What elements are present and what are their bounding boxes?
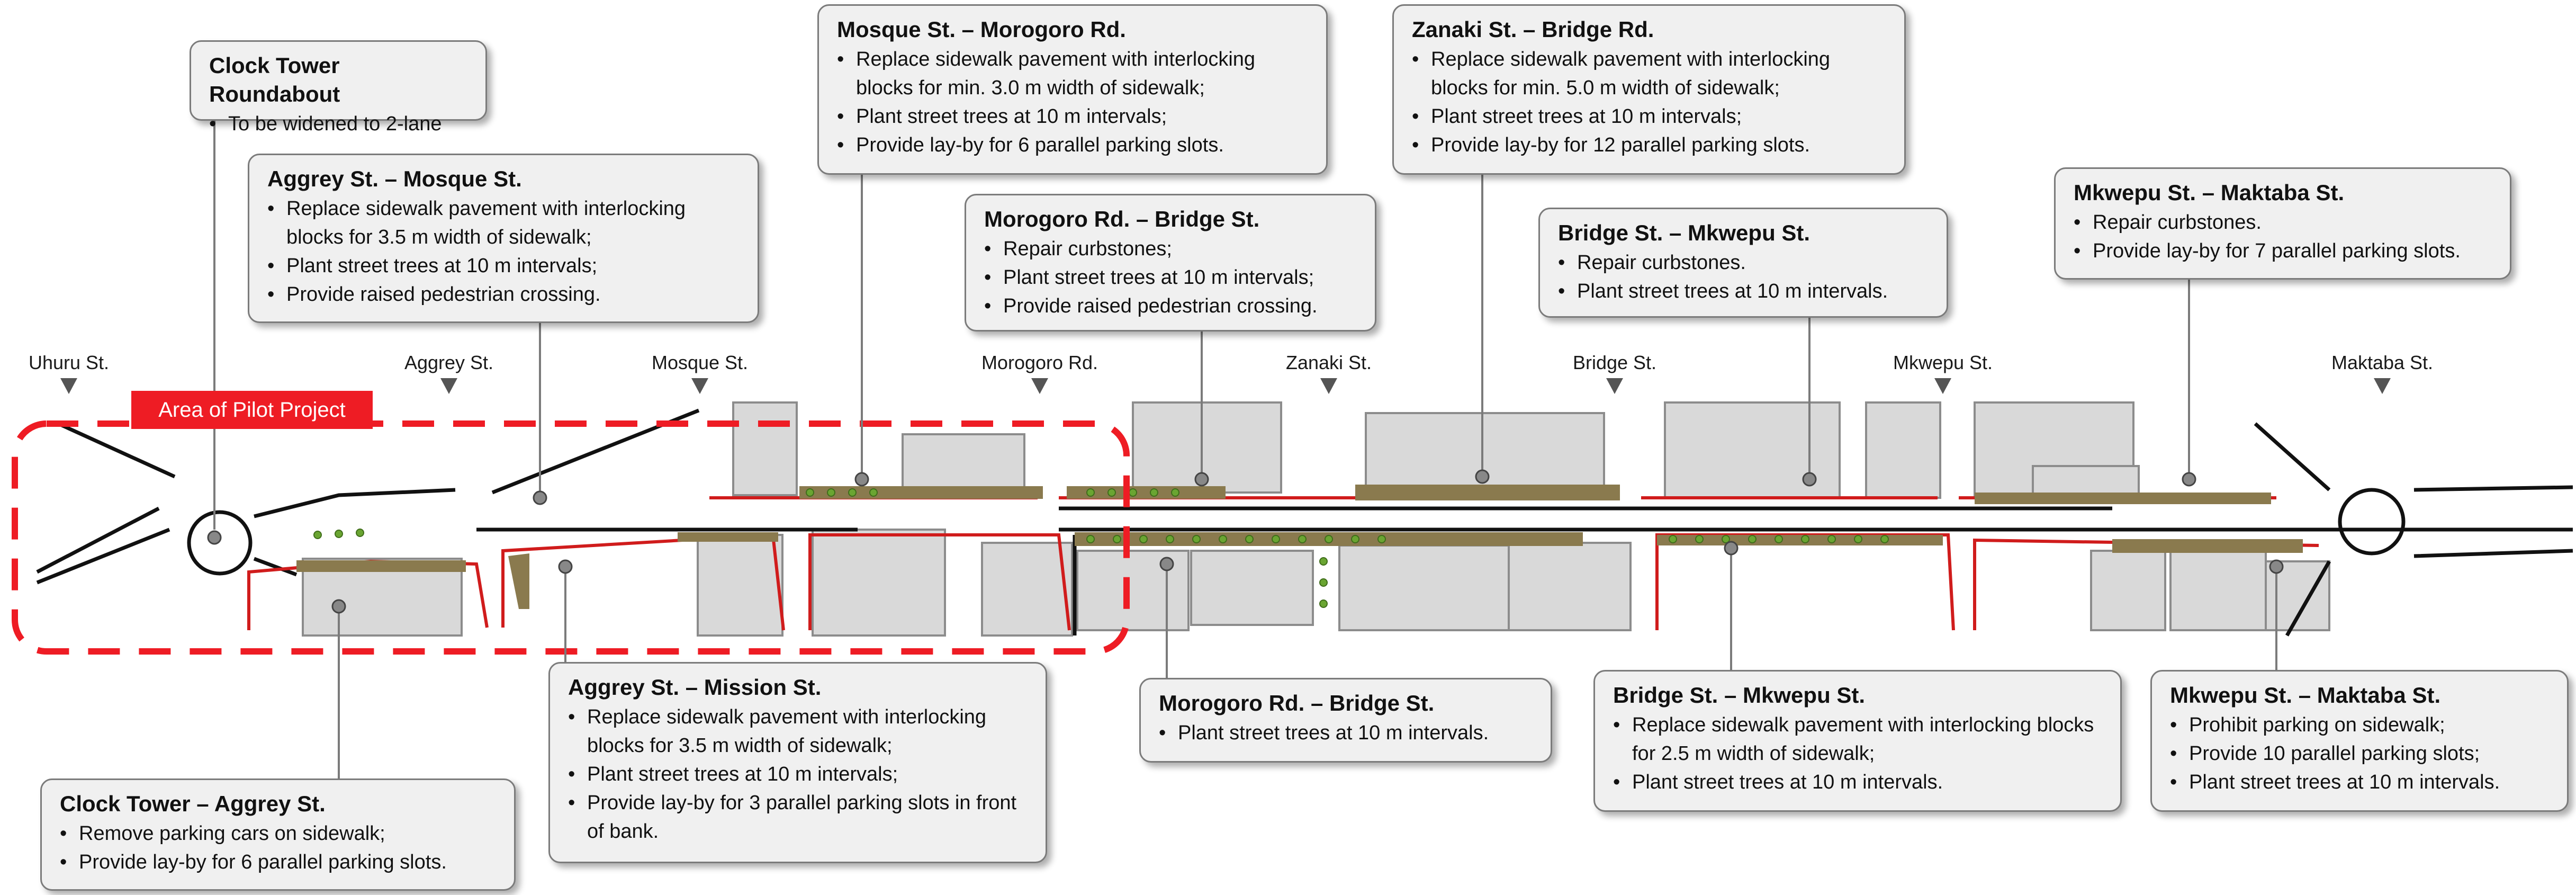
- callout-title: Mkwepu St. – Maktaba St.: [2074, 180, 2345, 205]
- callout-item: Provide lay-by for 3 parallel parking sl…: [568, 789, 1028, 846]
- street-label-maktaba: Maktaba St.: [2331, 352, 2434, 373]
- callout-item: Repair curbstones.: [2074, 208, 2492, 237]
- callout-item: Replace sidewalk pavement with interlock…: [267, 194, 740, 252]
- callout-item: Plant street trees at 10 m intervals.: [1159, 719, 1533, 747]
- callout-item: Replace sidewalk pavement with interlock…: [568, 703, 1028, 760]
- callout-item: Plant street trees at 10 m intervals;: [1412, 102, 1886, 131]
- callout-mosque-morogoro: Mosque St. – Morogoro Rd. Replace sidewa…: [817, 4, 1328, 175]
- callout-title: Bridge St. – Mkwepu St.: [1558, 220, 1811, 245]
- road-outlines: [36, 408, 2573, 637]
- callout-bridge-mkwepu-north: Bridge St. – Mkwepu St. Repair curbstone…: [1538, 208, 1948, 318]
- callout-item: Plant street trees at 10 m intervals;: [568, 760, 1028, 789]
- callout-item: Provide lay-by for 7 parallel parking sl…: [2074, 237, 2492, 265]
- street-label-uhuru: Uhuru St.: [28, 352, 110, 373]
- callout-item: Replace sidewalk pavement with interlock…: [1412, 45, 1886, 102]
- callout-title: Morogoro Rd. – Bridge St.: [984, 207, 1260, 231]
- callout-bridge-mkwepu-south: Bridge St. – Mkwepu St. Replace sidewalk…: [1593, 670, 2122, 812]
- street-label-zanaki: Zanaki St.: [1285, 352, 1372, 373]
- pilot-project-boundary: [12, 420, 1130, 655]
- callout-item: Replace sidewalk pavement with interlock…: [837, 45, 1308, 102]
- callout-item: Prohibit parking on sidewalk;: [2170, 711, 2549, 739]
- street-trees: [313, 488, 1889, 608]
- street-label-bridge: Bridge St.: [1572, 352, 1657, 373]
- callout-mkwepu-maktaba-north: Mkwepu St. – Maktaba St. Repair curbston…: [2054, 167, 2511, 280]
- callout-morogoro-bridge-north: Morogoro Rd. – Bridge St. Repair curbsto…: [965, 194, 1376, 332]
- callout-title: Mkwepu St. – Maktaba St.: [2170, 683, 2441, 708]
- callout-title: Mosque St. – Morogoro Rd.: [837, 17, 1126, 42]
- callout-item: Replace sidewalk pavement with interlock…: [1613, 711, 2102, 768]
- street-label-mosque: Mosque St.: [651, 352, 749, 373]
- callout-mkwepu-maktaba-south: Mkwepu St. – Maktaba St. Prohibit parkin…: [2150, 670, 2569, 812]
- callout-item: Provide 10 parallel parking slots;: [2170, 739, 2549, 768]
- callout-title: Zanaki St. – Bridge Rd.: [1412, 17, 1654, 42]
- callout-item: Provide lay-by for 12 parallel parking s…: [1412, 131, 1886, 159]
- callout-item: Plant street trees at 10 m intervals.: [2170, 768, 2549, 796]
- building-blocks: [302, 401, 2330, 637]
- callout-title: Aggrey St. – Mission St.: [568, 675, 822, 700]
- callout-item: Repair curbstones;: [984, 235, 1357, 263]
- callout-title: Clock Tower – Aggrey St.: [60, 791, 326, 816]
- callout-title: Aggrey St. – Mosque St.: [267, 166, 522, 191]
- street-markers: [60, 378, 2391, 394]
- callout-item: Provide lay-by for 6 parallel parking sl…: [837, 131, 1308, 159]
- street-label-mkwepu: Mkwepu St.: [1893, 352, 1993, 373]
- callout-item: Plant street trees at 10 m intervals.: [1613, 768, 2102, 796]
- callout-clock-tower-roundabout: Clock Tower Roundabout To be widened to …: [190, 40, 487, 138]
- callout-item: Plant street trees at 10 m intervals;: [984, 263, 1357, 292]
- callout-clock-tower-aggrey: Clock Tower – Aggrey St. Remove parking …: [40, 778, 516, 891]
- callout-item: Remove parking cars on sidewalk;: [60, 819, 496, 848]
- callout-item: Plant street trees at 10 m intervals.: [1558, 277, 1929, 306]
- callout-title: Clock Tower Roundabout: [209, 53, 340, 106]
- callout-aggrey-mosque: Aggrey St. – Mosque St. Replace sidewalk…: [248, 154, 759, 323]
- callout-title: Morogoro Rd. – Bridge St.: [1159, 691, 1435, 715]
- street-label-aggrey: Aggrey St.: [404, 352, 494, 373]
- leader-endpoints: [207, 469, 2284, 614]
- callout-zanaki-bridge: Zanaki St. – Bridge Rd. Replace sidewalk…: [1392, 4, 1906, 175]
- callout-item: Provide raised pedestrian crossing.: [267, 280, 740, 309]
- callout-morogoro-bridge-south: Morogoro Rd. – Bridge St. Plant street t…: [1139, 678, 1552, 763]
- callout-item: To be widened to 2-lane: [209, 110, 467, 138]
- leader-lines: [213, 121, 2277, 778]
- pilot-project-label: Area of Pilot Project: [131, 391, 373, 429]
- callout-item: Provide lay-by for 6 parallel parking sl…: [60, 848, 496, 876]
- street-label-morogoro: Morogoro Rd.: [981, 352, 1098, 373]
- callout-aggrey-mission: Aggrey St. – Mission St. Replace sidewal…: [548, 662, 1047, 863]
- callout-item: Repair curbstones.: [1558, 248, 1929, 277]
- callout-item: Plant street trees at 10 m intervals;: [837, 102, 1308, 131]
- callout-item: Plant street trees at 10 m intervals;: [267, 252, 740, 280]
- callout-item: Provide raised pedestrian crossing.: [984, 292, 1357, 320]
- callout-title: Bridge St. – Mkwepu St.: [1613, 683, 1866, 708]
